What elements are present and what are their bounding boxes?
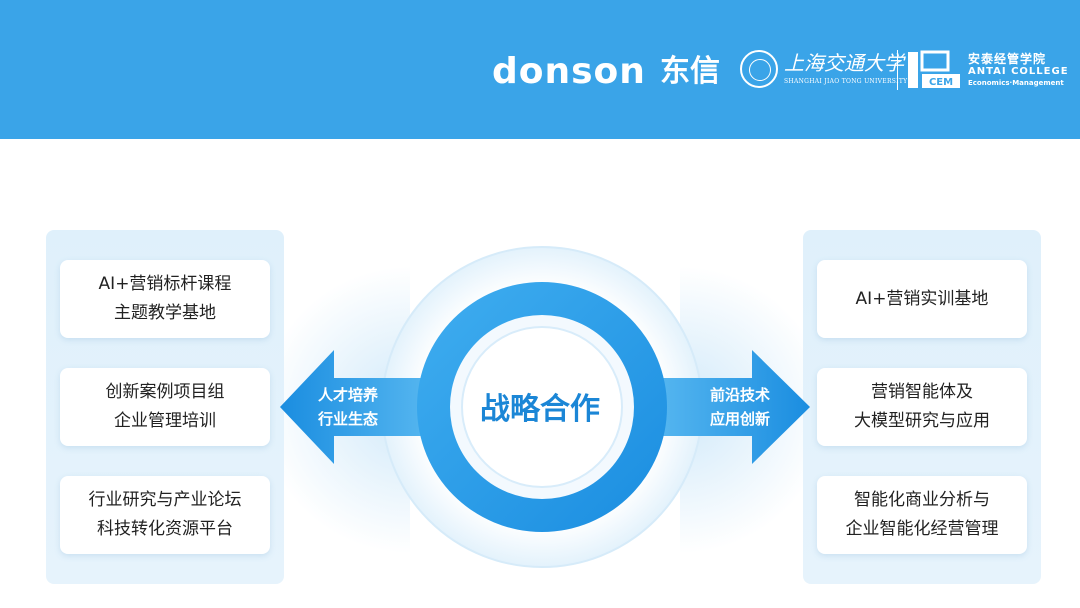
right-arrow [636,350,810,464]
right-card-3: 智能化商业分析与 企业智能化经营管理 [817,476,1027,554]
left-panel: AI+营销标杆课程 主题教学基地 创新案例项目组 企业管理培训 行业研究与产业论… [46,230,284,584]
left-card-2: 创新案例项目组 企业管理培训 [60,368,270,446]
svg-text:CEM: CEM [929,77,953,88]
right-card-1: AI+营销实训基地 [817,260,1027,338]
right-panel: AI+营销实训基地 营销智能体及 大模型研究与应用 智能化商业分析与 企业智能化… [803,230,1041,584]
donson-logo: donson [492,51,646,92]
donson-logo-cn: 东信 [660,54,720,89]
inner-circle-line [461,326,623,488]
left-arrow-label: 人才培养 行业生态 [317,386,378,428]
logo-divider [897,50,898,90]
sjtu-seal-icon [740,50,778,88]
sjtu-logo-en: SHANGHAI JIAO TONG UNIVERSITY [784,78,908,85]
right-arrow-label: 前沿技术 应用创新 [709,386,770,428]
left-arrow [280,350,450,464]
sjtu-logo-cn: 上海交通大学 [784,51,904,75]
right-card-2: 营销智能体及 大模型研究与应用 [817,368,1027,446]
antai-name-cn: 安泰经管学院 [968,52,1047,66]
left-card-3: 行业研究与产业论坛 科技转化资源平台 [60,476,270,554]
left-card-1: AI+营销标杆课程 主题教学基地 [60,260,270,338]
header-banner: donson 东信 上海交通大学 SHANGHAI JIAO TONG UNIV… [0,0,1080,139]
center-title: 战略合作 [480,392,600,427]
antai-name-en: ANTAI COLLEGE [968,66,1069,77]
acem-logo-icon: CEM [908,50,960,88]
antai-name-sub: Economics·Management [968,79,1064,87]
